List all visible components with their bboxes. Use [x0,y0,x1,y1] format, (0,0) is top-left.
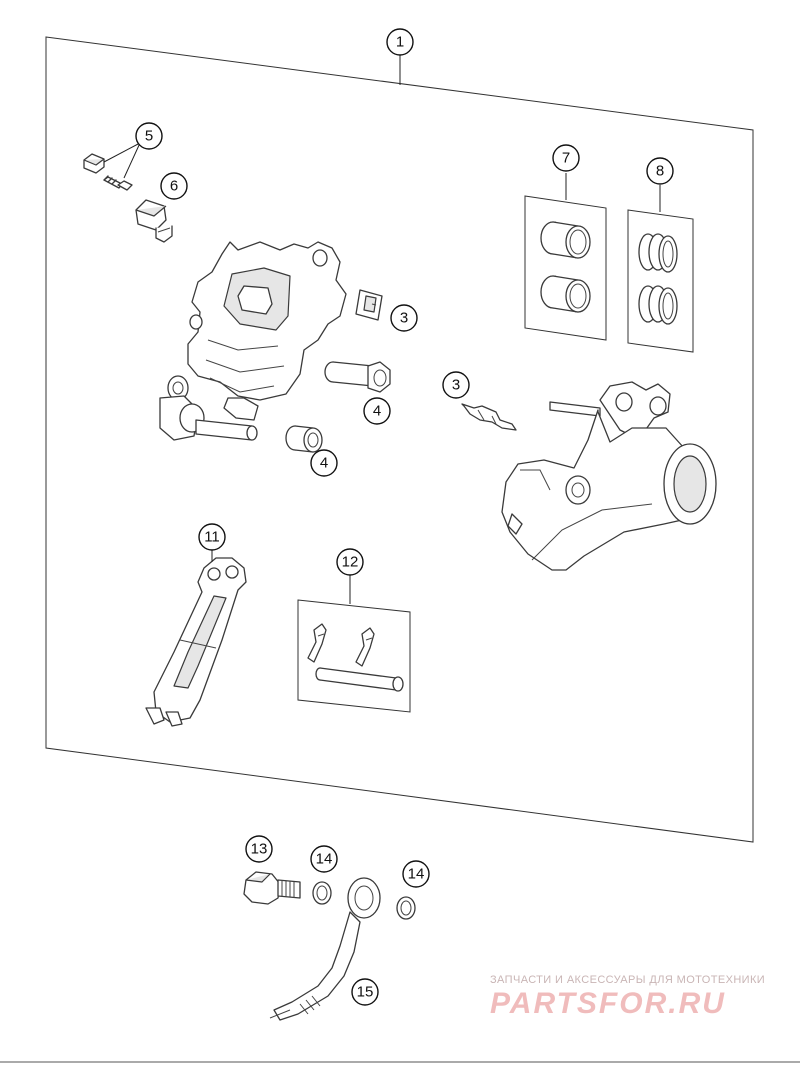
callout-15: 15 [351,978,379,1006]
caliper-housing [159,241,347,441]
caliper-bracket [501,381,717,571]
callout-8: 8 [646,157,674,185]
callout-14-left: 14 [310,845,338,873]
seal-rings-lower [638,285,678,325]
bushing-part-4-lower [285,425,323,453]
brake-pad-part-11 [145,557,247,727]
spring-clip-part-3-lower [461,403,517,431]
callout-3-lower: 3 [442,371,470,399]
washer-part-14-right [396,896,416,920]
callout-6: 6 [160,172,188,200]
callout-15-label: 15 [357,984,374,1001]
callout-4-lower: 4 [310,449,338,477]
callout-3-upper: 3 [390,304,418,332]
callout-13: 13 [245,835,273,863]
callout-3-upper-label: 3 [400,310,408,327]
plug-screw-part-6 [135,199,173,243]
piston-upper [540,221,591,259]
callout-5-label: 5 [145,128,153,145]
watermark-brand: PARTSFOR.RU [490,987,726,1020]
banjo-bolt-part-13 [243,871,301,905]
callout-3-lower-label: 3 [452,377,460,394]
assembly-frame [45,36,754,843]
pin-bolt-part-4-upper [324,361,391,393]
callout-1: 1 [386,28,414,56]
callout-11: 11 [198,523,226,551]
watermark-subtitle: ЗАПЧАСТИ И АКСЕССУАРЫ ДЛЯ МОТОТЕХНИКИ [490,974,765,986]
piston-lower [540,275,591,313]
callout-7: 7 [552,144,580,172]
pad-pin [315,667,404,692]
seal-rings-panel [627,209,694,353]
brake-line-part-15 [269,877,381,1021]
pistons-panel [524,195,607,341]
callout-6-label: 6 [170,178,178,195]
callout-12: 12 [336,548,364,576]
callout-8-label: 8 [656,163,664,180]
callout-5: 5 [135,122,163,150]
pad-spring-part-3-upper [355,289,383,321]
callout-4-upper-label: 4 [373,403,381,420]
seal-rings-upper [638,233,678,273]
callout-12-label: 12 [342,554,359,571]
callout-14-left-label: 14 [316,851,333,868]
callout-4-upper: 4 [363,397,391,425]
bleed-screw-part-5 [83,153,133,191]
callout-5-leader-a [103,142,141,163]
pin-clip-right [355,627,375,667]
callout-11-label: 11 [204,529,220,546]
callout-14-right-label: 14 [408,866,425,883]
callout-14-right: 14 [402,860,430,888]
callout-1-label: 1 [396,34,404,51]
callout-13-label: 13 [251,841,268,858]
callout-4-lower-label: 4 [320,455,328,472]
callout-7-label: 7 [562,150,570,167]
callout-5-leader-b [123,142,141,179]
pin-clip-left [307,623,327,663]
washer-part-14-left [312,881,332,905]
